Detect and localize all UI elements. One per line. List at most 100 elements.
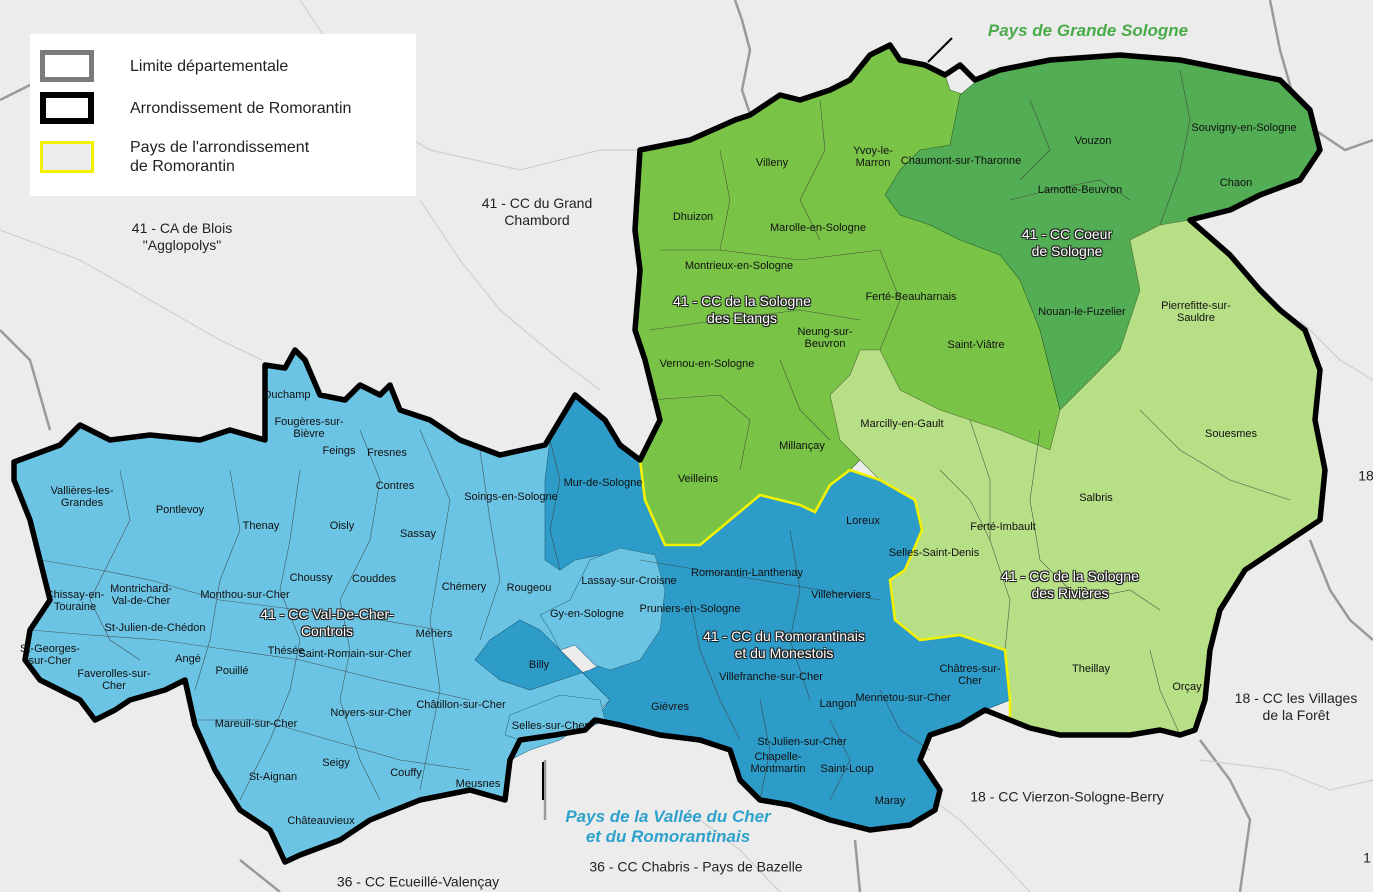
commune-label: Souesmes <box>1205 428 1257 440</box>
commune-label: Pontlevoy <box>155 504 205 516</box>
commune-label: Billy <box>528 659 550 671</box>
commune-label: Châtres-sur-Cher <box>939 663 1001 687</box>
commune-label: Feings <box>322 445 356 457</box>
commune-label: Yvoy-le-Marron <box>853 145 893 169</box>
pays-borders <box>638 459 1012 720</box>
commune-label: Selles-sur-Cher <box>511 720 589 732</box>
commune-label: Oisly <box>329 520 355 532</box>
commune-label: Châteauvieux <box>287 815 355 827</box>
commune-label: Villeny <box>755 157 789 169</box>
commune-label: Ferté-Beauharnais <box>865 291 957 303</box>
commune-label: Duchamp <box>263 389 311 401</box>
commune-label: Vallières-les-Grandes <box>50 485 114 509</box>
legend-swatch-departement <box>40 50 94 82</box>
commune-label: Gièvres <box>651 701 689 713</box>
commune-label: Salbris <box>1079 492 1113 504</box>
commune-label: Pouillé <box>215 665 249 677</box>
commune-label: Fougères-sur-Bièvre <box>274 416 344 440</box>
commune-label: Meusnes <box>455 778 501 790</box>
commune-label: Gy-en-Sologne <box>550 608 624 620</box>
commune-label: Nouan-le-Fuzelier <box>1038 306 1126 318</box>
commune-label: Vernou-en-Sologne <box>659 358 755 370</box>
commune-label: St-Georges-sur-Cher <box>20 643 80 667</box>
ext-label-ecueille: 36 - CC Ecueillé-Valençay <box>336 873 500 890</box>
commune-label: Theillay <box>1072 663 1110 675</box>
commune-label: Mennetou-sur-Cher <box>855 692 951 704</box>
legend-label-arrondissement: Arrondissement de Romorantin <box>130 99 352 117</box>
commune-label: Villeherviers <box>811 589 871 601</box>
commune-label: Couffy <box>390 767 422 779</box>
commune-label: Contres <box>375 480 415 492</box>
commune-label: Châtillon-sur-Cher <box>416 699 506 711</box>
commune-label: Chapelle-Montmartin <box>750 751 806 775</box>
legend-label-departement: Limite départementale <box>130 57 289 75</box>
commune-label: Seigy <box>322 757 350 769</box>
commune-label: St-Julien-de-Chédon <box>104 622 206 634</box>
pays-label-grande-sologne: Pays de Grande Sologne <box>987 21 1189 40</box>
commune-label: Saint-Viâtre <box>947 339 1005 351</box>
commune-label: Chissay-en-Touraine <box>45 589 105 613</box>
commune-label: Choussy <box>289 572 333 584</box>
commune-label: Chaon <box>1219 177 1253 189</box>
region-cc-val-de-cher-pocket <box>539 547 666 671</box>
commune-label: Montrichard-Val-de-Cher <box>110 583 172 607</box>
commune-label: Thésée <box>267 645 305 657</box>
commune-label: Mareuil-sur-Cher <box>214 718 298 730</box>
commune-label: Lamotte-Beuvron <box>1037 184 1123 196</box>
commune-label: Neung-sur-Beuvron <box>797 326 853 350</box>
commune-label: Fresnes <box>367 447 407 459</box>
commune-label: Chaumont-sur-Tharonne <box>900 155 1022 167</box>
commune-label: Chémery <box>441 581 487 593</box>
commune-label: Rougeou <box>506 582 552 594</box>
commune-label: Angé <box>175 653 201 665</box>
commune-label: Maray <box>874 795 906 807</box>
commune-label: Couddes <box>351 573 397 585</box>
commune-label: Noyers-sur-Cher <box>330 707 412 719</box>
legend-item-arrondissement: Arrondissement de Romorantin <box>40 92 351 124</box>
commune-label: Villefranche-sur-Cher <box>719 671 823 683</box>
legend-item-departement: Limite départementale <box>40 50 288 82</box>
commune-label: Faverolles-sur-Cher <box>77 668 151 692</box>
commune-label: Loreux <box>846 515 880 527</box>
commune-label: Montrieux-en-Sologne <box>684 260 794 272</box>
commune-label: Méhers <box>415 628 453 640</box>
commune-label: St-Aignan <box>248 771 298 783</box>
commune-label: Romorantin-Lanthenay <box>691 567 803 579</box>
commune-label: Mur-de-Sologne <box>563 477 643 489</box>
commune-label: Lassay-sur-Croisne <box>581 575 677 587</box>
commune-label: Marcilly-en-Gault <box>860 418 944 430</box>
ext-label-edge-1: 1 <box>1363 849 1371 866</box>
commune-label: Ferté-Imbault <box>970 521 1036 533</box>
commune-label: Souvigny-en-Sologne <box>1191 122 1297 134</box>
commune-borders <box>29 69 1291 801</box>
commune-label: Sassay <box>399 528 437 540</box>
pays-grande-sologne-pointer <box>927 37 953 63</box>
commune-label: Saint-Romain-sur-Cher <box>298 648 412 660</box>
commune-label: Monthou-sur-Cher <box>200 589 290 601</box>
commune-label: Selles-Saint-Denis <box>888 547 980 559</box>
legend: Limite départementale Arrondissement de … <box>30 34 416 196</box>
legend-swatch-pays <box>40 141 94 173</box>
commune-label: Soings-en-Sologne <box>464 491 558 503</box>
commune-label: Langon <box>819 698 857 710</box>
commune-label: Millançay <box>779 440 825 452</box>
ext-label-chabris: 36 - CC Chabris - Pays de Bazelle <box>589 858 803 875</box>
commune-label: Dhuizon <box>672 211 714 223</box>
commune-label: Pruniers-en-Sologne <box>639 603 741 615</box>
commune-label: Marolle-en-Sologne <box>770 222 866 234</box>
commune-label: Vouzon <box>1074 135 1112 147</box>
commune-label: Pierrefitte-sur-Sauldre <box>1161 300 1231 324</box>
commune-label: Veilleins <box>677 473 719 485</box>
commune-label: Saint-Loup <box>820 763 874 775</box>
